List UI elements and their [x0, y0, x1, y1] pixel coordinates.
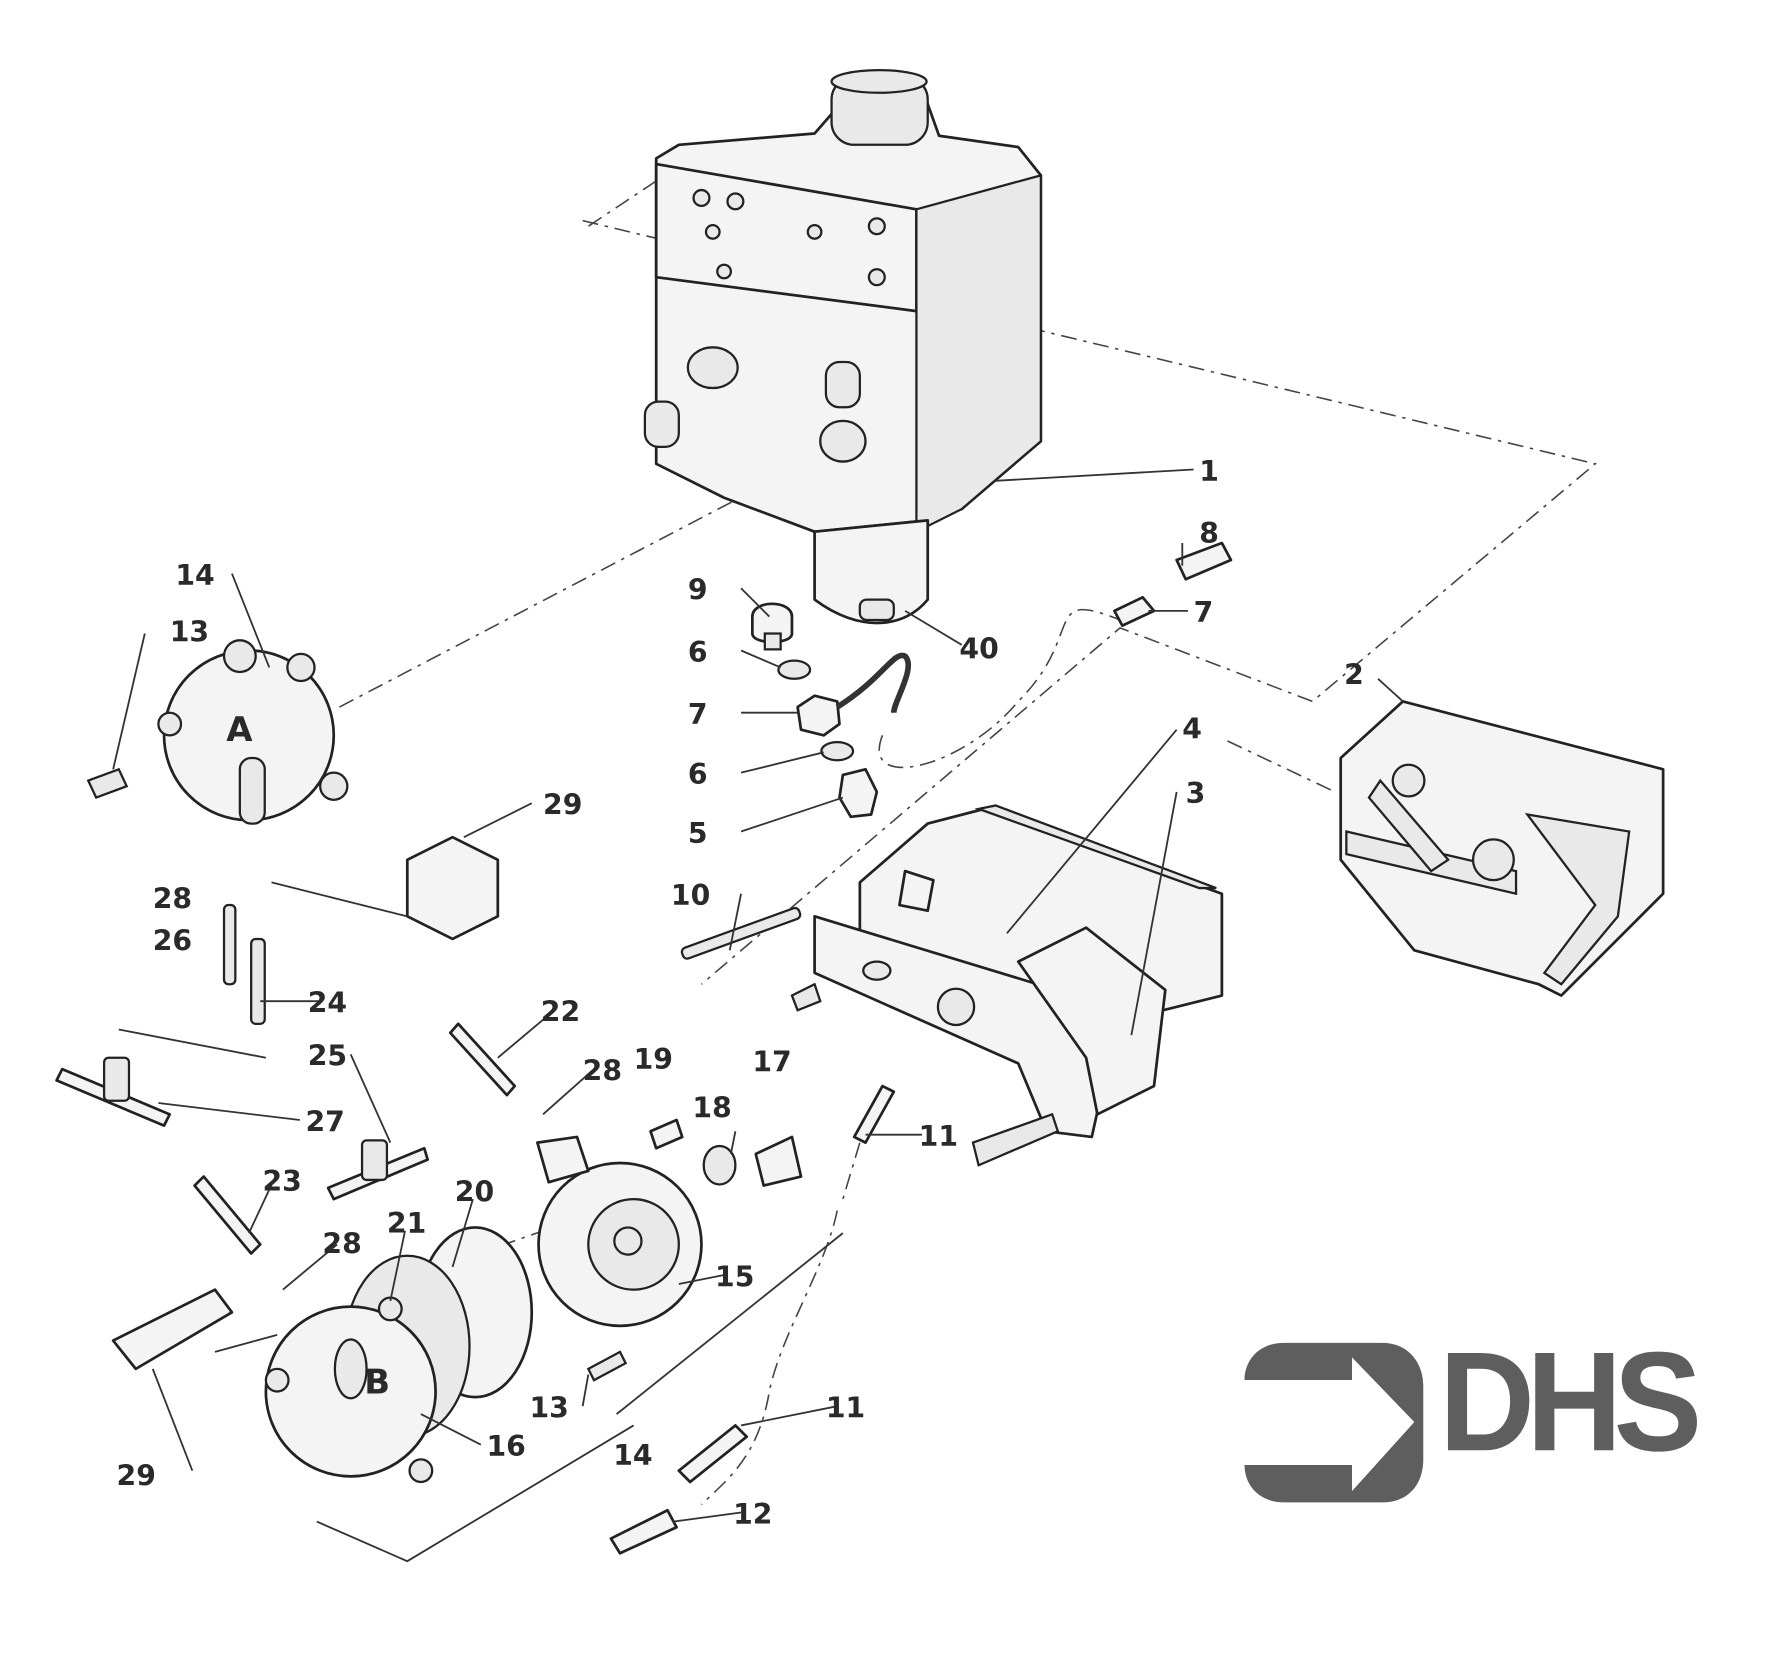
logo-text: DHS — [1439, 1322, 1697, 1480]
callout-14b: 14 — [613, 1439, 652, 1472]
callout-29b: 29 — [117, 1459, 156, 1492]
parts-9-to-5-fittings — [751, 541, 1233, 819]
part-2-linkage — [1339, 700, 1665, 997]
callout-labels: 1 8 7 9 6 7 6 5 40 4 3 2 14 13 A 29 28 2… — [117, 455, 1364, 1531]
callout-7b: 7 — [688, 698, 708, 731]
label-b: B — [364, 1363, 390, 1403]
callout-8: 8 — [1199, 517, 1219, 550]
callout-9: 9 — [688, 574, 708, 607]
callout-27: 27 — [305, 1105, 344, 1138]
callout-17: 17 — [752, 1045, 791, 1078]
callout-28c: 28 — [322, 1227, 361, 1260]
callout-1: 1 — [1199, 455, 1219, 488]
callout-26: 26 — [153, 924, 192, 957]
callout-16: 16 — [486, 1430, 525, 1463]
callout-11b: 11 — [826, 1392, 865, 1425]
callout-14: 14 — [175, 559, 214, 592]
callout-40: 40 — [959, 632, 998, 665]
callout-20: 20 — [455, 1175, 494, 1208]
part-14-cover-a — [86, 639, 349, 825]
label-a: A — [226, 710, 253, 750]
part-15-16-20-21-cover-b-diaphragm — [264, 1084, 896, 1555]
callout-3: 3 — [1186, 777, 1206, 810]
callout-4: 4 — [1182, 713, 1202, 746]
leader-lines — [112, 468, 1404, 1563]
callout-28: 28 — [153, 882, 192, 915]
tubes-and-tees — [55, 835, 802, 1371]
callout-22: 22 — [541, 996, 580, 1029]
callout-21: 21 — [387, 1207, 426, 1240]
callout-7: 7 — [1194, 596, 1214, 629]
callout-25: 25 — [308, 1040, 347, 1073]
callout-12: 12 — [733, 1498, 772, 1531]
callout-29: 29 — [543, 789, 582, 822]
callout-13: 13 — [170, 615, 209, 648]
callout-15: 15 — [715, 1260, 754, 1293]
part-1-valve-body — [643, 69, 1043, 625]
callout-23: 23 — [262, 1165, 301, 1198]
part-3-4-lever-assembly — [790, 804, 1224, 1167]
callout-11: 11 — [919, 1120, 958, 1153]
callout-6: 6 — [688, 636, 708, 669]
callout-2: 2 — [1344, 658, 1364, 691]
dhs-logo: DHS — [1244, 1322, 1706, 1503]
callout-10: 10 — [671, 879, 710, 912]
callout-13b: 13 — [529, 1392, 568, 1425]
callout-24: 24 — [308, 987, 347, 1020]
callout-19: 19 — [634, 1043, 673, 1076]
callout-6b: 6 — [688, 758, 708, 791]
callout-5: 5 — [688, 817, 708, 850]
callout-28b: 28 — [583, 1054, 622, 1087]
callout-18: 18 — [692, 1092, 731, 1125]
